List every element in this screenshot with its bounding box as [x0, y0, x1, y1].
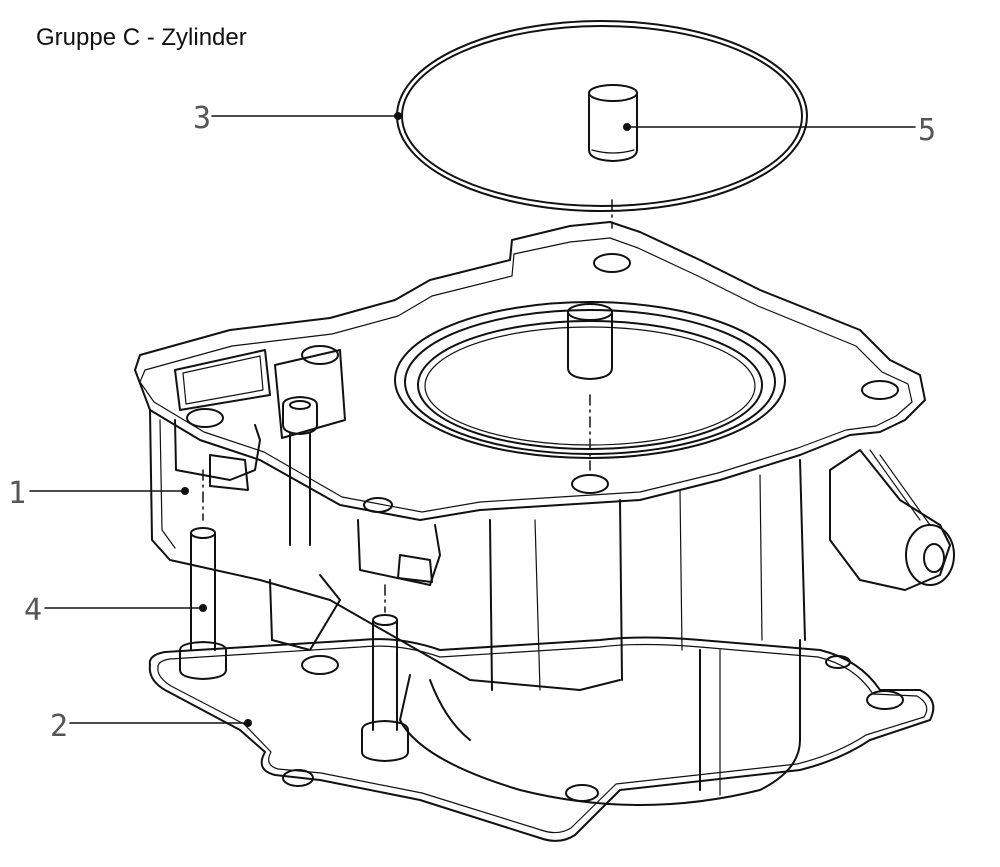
base-gasket-part-2 [148, 636, 935, 842]
callout-1: 1 [8, 476, 26, 511]
leader-lines [29, 115, 916, 724]
bolt-part-4-right [361, 614, 409, 762]
cylinder-part-1 [134, 221, 955, 806]
callout-5: 5 [918, 113, 936, 148]
leader-dots [181, 112, 631, 727]
callout-3: 3 [193, 101, 211, 136]
bolt-part-4-left [179, 527, 227, 680]
diagram-title: Gruppe C - Zylinder [36, 24, 247, 51]
o-ring-part-3 [396, 20, 808, 212]
bolt-top-mounted [282, 396, 318, 546]
dowel-pin-part-5 [588, 84, 638, 162]
callout-4: 4 [24, 593, 42, 628]
callout-2: 2 [50, 709, 68, 744]
